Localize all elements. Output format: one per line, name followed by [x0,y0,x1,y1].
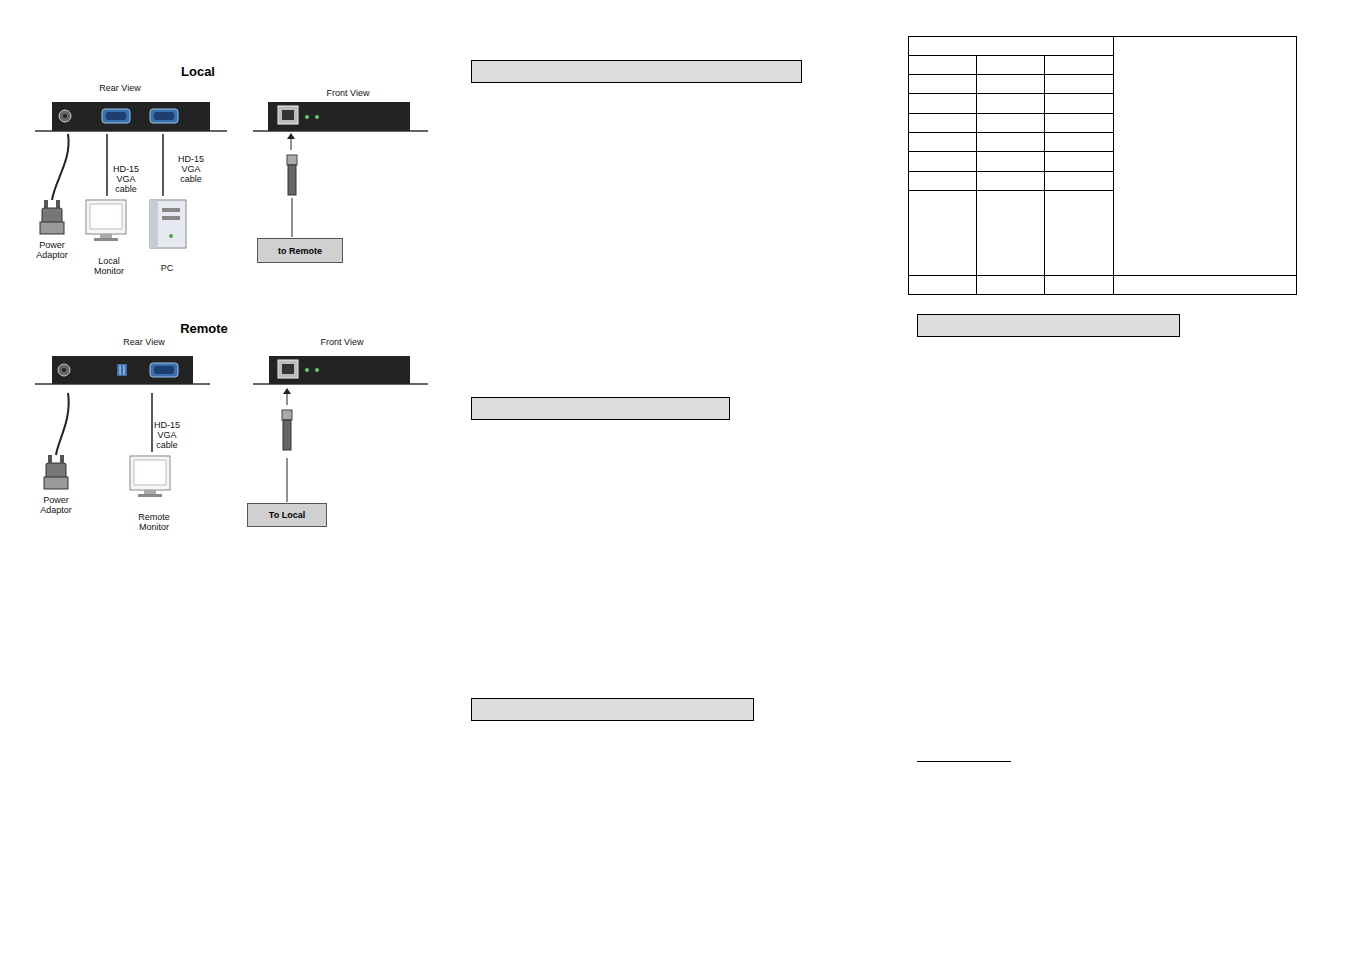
section-heading: Remote [169,321,239,336]
part-label: Front View [307,337,377,347]
cable-destination-box: To Local [247,503,327,527]
part-label: Rear View [85,83,155,93]
part-label: PC [152,263,182,273]
box-text: To Local [269,510,305,520]
part-label: Local Monitor [89,256,129,276]
part-label: HD-15 VGA cable [151,420,183,450]
part-label: HD-15 VGA cable [110,164,142,194]
part-label: Power Adaptor [36,495,76,515]
section-heading: Local [168,64,228,79]
part-label: Rear View [109,337,179,347]
part-label: Front View [313,88,383,98]
part-label: HD-15 VGA cable [175,154,207,184]
part-label: Remote Monitor [134,512,174,532]
box-text: to Remote [278,246,322,256]
part-label: Power Adaptor [32,240,72,260]
cable-destination-box: to Remote [257,238,343,263]
